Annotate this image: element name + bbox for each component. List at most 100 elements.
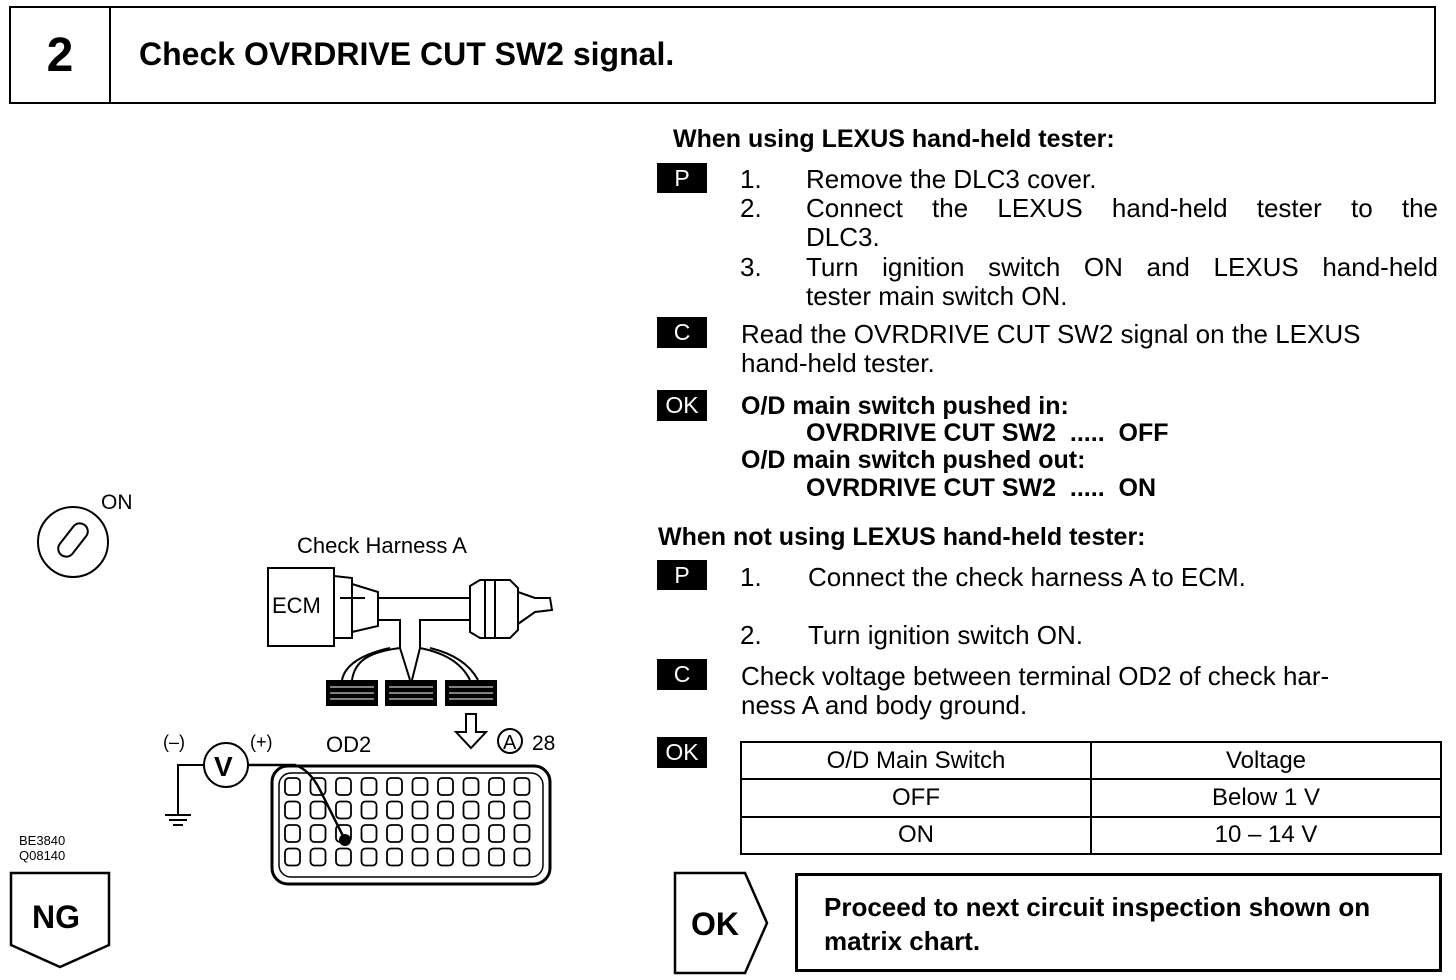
step-title: Check OVRDRIVE CUT SW2 signal. — [139, 36, 675, 72]
connector-pin — [513, 847, 531, 867]
connector-pin — [284, 777, 301, 796]
ok-result-label: OK — [691, 906, 739, 942]
step-num: 2. — [740, 620, 762, 650]
table-cell: 10 – 14 V — [1090, 815, 1442, 856]
connector-pin — [360, 847, 378, 867]
check-harness-icon — [333, 575, 554, 681]
arrow-down-icon — [453, 713, 489, 750]
check-text-cont: ness A and body ground. — [741, 690, 1028, 720]
table-cell: Below 1 V — [1090, 778, 1442, 818]
connector-pin — [411, 777, 429, 796]
voltmeter-label: V — [214, 751, 233, 782]
ng-result-box: NG — [9, 871, 111, 969]
table-row: OFF Below 1 V — [740, 778, 1442, 818]
connector-pin — [386, 824, 403, 843]
connector-pin — [513, 824, 531, 843]
check-text: Check voltage between terminal OD2 of ch… — [741, 661, 1330, 691]
ok-result-line: Proceed to next circuit inspection shown… — [824, 892, 1371, 922]
wiring-diagram: ON Check Harness A ECM A 28 (–) (+) V OD… — [19, 491, 555, 886]
connector-pins — [284, 777, 531, 867]
connector-pin — [360, 800, 378, 820]
without-tester-heading: When not using LEXUS hand-held tester: — [658, 523, 1146, 551]
ok-label-1: OK — [657, 390, 707, 421]
connector-pin — [309, 800, 327, 820]
terminal-od2-label: OD2 — [326, 732, 371, 757]
connector-pin — [411, 800, 429, 820]
connector-pin — [386, 777, 403, 796]
check-text-cont: hand-held tester. — [741, 348, 935, 378]
connector-ref-circle — [497, 728, 523, 754]
plus-label: (+) — [250, 732, 273, 752]
ground-icon — [165, 764, 204, 826]
ng-label: NG — [32, 899, 80, 935]
table-row: ON 10 – 14 V — [740, 815, 1442, 856]
step-num: 1. — [740, 562, 762, 592]
connector-pin — [411, 847, 429, 867]
check-text: Read the OVRDRIVE CUT SW2 signal on the … — [741, 319, 1361, 349]
ecm-box — [267, 567, 335, 647]
check-label-1: C — [657, 317, 707, 348]
step-text: Connect the LEXUS hand-held tester to th… — [806, 193, 1438, 223]
ecm-label: ECM — [272, 593, 321, 618]
connector-pin — [513, 777, 531, 796]
connector-pin — [437, 800, 454, 820]
switch-on-label: ON — [101, 491, 133, 514]
connector-pin — [335, 847, 352, 867]
connector-pin — [411, 824, 429, 843]
prep-label-2: P — [657, 560, 707, 590]
table-header: Voltage — [1090, 740, 1442, 781]
step-text: Connect the check harness A to ECM. — [808, 562, 1246, 592]
connector-pin — [488, 777, 505, 796]
ok-result: OVRDRIVE CUT SW2 ..... OFF — [806, 419, 1169, 447]
ok-result-line: matrix chart. — [824, 926, 981, 956]
ignition-switch-icon — [37, 506, 109, 578]
connector-pin — [360, 777, 378, 796]
step-header: 2 Check OVRDRIVE CUT SW2 signal. — [9, 6, 1436, 104]
with-tester-heading: When using LEXUS hand-held tester: — [673, 125, 1115, 153]
harness-connectors — [326, 680, 497, 706]
connector-pin — [360, 824, 378, 843]
figure-code-1: BE3840 — [19, 833, 65, 848]
connector-pin — [284, 824, 301, 843]
step-num: 2. — [740, 193, 762, 223]
harness-label: Check Harness A — [297, 533, 467, 558]
table-header-row: O/D Main Switch Voltage — [740, 740, 1442, 781]
ok-result-arrow: OK — [673, 871, 769, 975]
connector-pin — [437, 777, 454, 796]
ok-condition: O/D main switch pushed in: — [741, 392, 1069, 420]
step-number: 2 — [11, 8, 111, 102]
connector-pin — [462, 824, 480, 843]
connector-pin — [309, 824, 327, 843]
table-header: O/D Main Switch — [740, 740, 1092, 781]
prep-label-1: P — [657, 163, 707, 193]
connector-ref: A — [503, 732, 517, 754]
probe-wire — [248, 763, 347, 841]
step-num: 1. — [740, 164, 762, 194]
step-text: Turn ignition switch ON and LEXUS hand-h… — [806, 252, 1438, 282]
step-text: Turn ignition switch ON. — [808, 620, 1084, 650]
voltage-table: O/D Main Switch Voltage OFF Below 1 V ON… — [740, 740, 1442, 856]
connector-pin — [309, 777, 327, 796]
connector-pin — [488, 800, 505, 820]
connector-pin — [386, 800, 403, 820]
connector-pin — [437, 847, 454, 867]
ok-condition: O/D main switch pushed out: — [741, 446, 1086, 474]
connector-pin — [488, 847, 505, 867]
step-text: Remove the DLC3 cover. — [806, 164, 1097, 194]
step-num: 3. — [740, 252, 762, 282]
connector-pin — [309, 847, 327, 867]
connector-pin — [284, 800, 301, 820]
check-label-2: C — [657, 659, 707, 690]
connector-pin — [488, 824, 505, 843]
step-text-cont: DLC3. — [806, 222, 880, 252]
connector-pin — [462, 800, 480, 820]
ok-result-text: Proceed to next circuit inspection shown… — [795, 873, 1442, 972]
connector-pin — [437, 824, 454, 843]
connector-pin — [284, 847, 301, 867]
connector-pin — [513, 800, 531, 820]
table-cell: ON — [740, 815, 1092, 856]
connector-pin — [335, 777, 352, 796]
connector-pin — [386, 847, 403, 867]
ok-label-2: OK — [657, 737, 707, 768]
minus-label: (–) — [163, 732, 185, 752]
